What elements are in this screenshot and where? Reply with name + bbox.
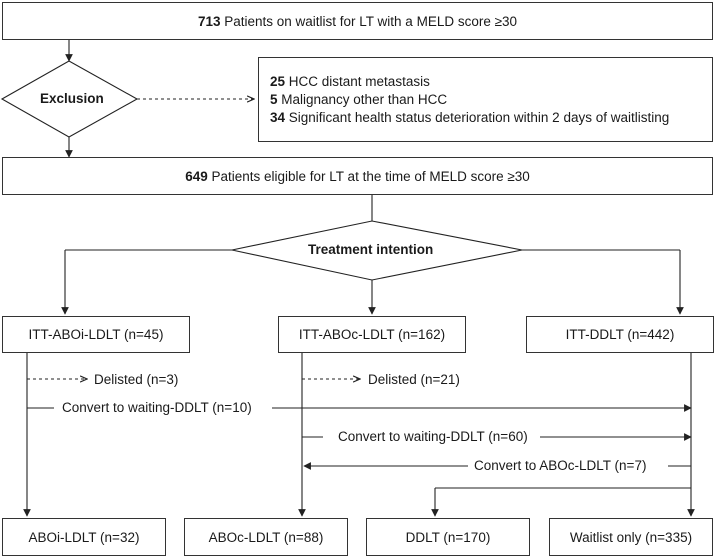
exclusion-label: Exclusion xyxy=(40,91,104,106)
top-box: 713 Patients on waitlist for LT with a M… xyxy=(2,2,713,40)
outcome-abo-c-box: ABOc-LDLT (n=88) xyxy=(184,518,348,556)
abo-c-convert-label: Convert to waiting-DDLT (n=60) xyxy=(338,429,528,445)
group-abo-c-box: ITT-ABOc-LDLT (n=162) xyxy=(278,316,466,353)
eligible-box: 649 Patients eligible for LT at the time… xyxy=(2,157,713,195)
eligible-count: 649 xyxy=(185,168,208,184)
exclusion-item: 34 Significant health status deteriorati… xyxy=(270,109,670,125)
eligible-text: Patients eligible for LT at the time of … xyxy=(207,168,530,184)
exclusion-item: 5 Malignancy other than HCC xyxy=(270,91,448,107)
top-box-text: Patients on waitlist for LT with a MELD … xyxy=(220,13,518,29)
top-box-count: 713 xyxy=(197,13,221,29)
outcome-waitlist-box: Waitlist only (n=335) xyxy=(549,518,713,556)
abo-i-delisted-label: Delisted (n=3) xyxy=(94,372,179,388)
ddlt-convert-label: Convert to ABOc-LDLT (n=7) xyxy=(474,458,647,474)
group-abo-i-box: ITT-ABOi-LDLT (n=45) xyxy=(2,316,190,353)
group-ddlt-box: ITT-DDLT (n=442) xyxy=(526,316,714,353)
exclusion-item: 25 HCC distant metastasis xyxy=(270,73,430,89)
abo-i-convert-label: Convert to waiting-DDLT (n=10) xyxy=(62,400,252,416)
exclusion-reasons-box: 25 HCC distant metastasis 5 Malignancy o… xyxy=(258,57,713,142)
exclusion-diamond xyxy=(0,60,139,138)
outcome-ddlt-box: DDLT (n=170) xyxy=(366,518,530,556)
treatment-intention-label: Treatment intention xyxy=(308,242,434,257)
abo-c-delisted-label: Delisted (n=21) xyxy=(368,372,460,388)
outcome-abo-i-box: ABOi-LDLT (n=32) xyxy=(2,518,166,556)
